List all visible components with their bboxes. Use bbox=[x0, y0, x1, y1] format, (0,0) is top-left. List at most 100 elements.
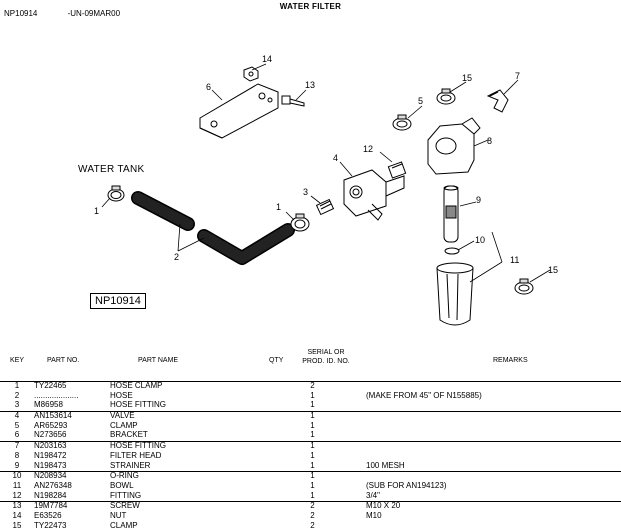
callout-8: 8 bbox=[487, 136, 492, 146]
clamp-part bbox=[392, 114, 412, 131]
cell-serial bbox=[350, 392, 366, 402]
cell-part-name: HOSE CLAMP bbox=[110, 380, 275, 392]
cell-serial bbox=[350, 422, 366, 432]
cell-remarks: M10 bbox=[366, 510, 382, 520]
water-tank-label: WATER TANK bbox=[78, 164, 145, 175]
cell-key: 13 bbox=[0, 501, 34, 512]
cell-qty: 2 bbox=[275, 501, 350, 512]
cell-part-name: NUT bbox=[110, 510, 127, 520]
hose-part bbox=[131, 191, 295, 265]
cell-part-no: N208934 bbox=[34, 471, 110, 482]
cell-serial bbox=[350, 482, 366, 492]
cell-part-no: AN153614 bbox=[34, 411, 110, 422]
header-serial-line2: PROD. ID. NO. bbox=[302, 358, 350, 365]
cell-part-no: 19M7784 bbox=[34, 501, 110, 512]
cell-key: 6 bbox=[14, 430, 20, 440]
cell-part-no: AN276348 bbox=[34, 480, 72, 490]
o-ring-part bbox=[444, 247, 460, 255]
cell-part-no: TY22473 bbox=[34, 520, 67, 530]
cell-part-no: N203163 bbox=[34, 441, 110, 452]
valve-part bbox=[343, 169, 405, 221]
filter-head-part bbox=[427, 117, 481, 175]
cell-part-name: FITTING bbox=[110, 490, 142, 500]
header-part-name: PART NAME bbox=[138, 357, 179, 364]
hose-clamp-left bbox=[107, 185, 125, 202]
cell-remarks bbox=[366, 522, 621, 532]
cell-part-no: M86958 bbox=[34, 400, 63, 410]
cell-key: 5 bbox=[14, 420, 20, 430]
callout-15b: 15 bbox=[548, 265, 558, 275]
elbow-fitting-part bbox=[486, 89, 509, 113]
cell-serial bbox=[350, 471, 366, 482]
cell-key: 15 bbox=[12, 520, 22, 530]
cell-remarks bbox=[366, 411, 621, 422]
cell-qty: 1 bbox=[310, 420, 315, 430]
hose-fitting bbox=[315, 198, 335, 216]
cell-part-no: TY22465 bbox=[34, 380, 110, 392]
cell-part-name: CLAMP bbox=[110, 420, 138, 430]
cell-serial bbox=[350, 512, 366, 522]
cell-remarks: (MAKE FROM 45" OF N155885) bbox=[366, 390, 482, 400]
nut-part bbox=[243, 66, 259, 82]
cell-part-name: HOSE FITTING bbox=[110, 400, 166, 410]
cell-remarks bbox=[366, 471, 621, 482]
cell-key: 14 bbox=[12, 510, 22, 520]
cell-serial bbox=[350, 452, 366, 462]
cell-qty: 1 bbox=[310, 490, 315, 500]
callout-4: 4 bbox=[333, 153, 338, 163]
callout-7: 7 bbox=[515, 71, 520, 81]
callout-3: 3 bbox=[303, 187, 308, 197]
cell-part-name: BOWL bbox=[110, 480, 134, 490]
parts-diagram: 1 1 2 3 4 5 6 7 8 9 10 11 12 13 14 15 15 bbox=[94, 54, 558, 326]
header-key: KEY bbox=[10, 357, 25, 364]
cell-qty: 1 bbox=[310, 390, 315, 400]
cell-key: 12 bbox=[12, 490, 22, 500]
header-part-no: PART NO. bbox=[47, 357, 80, 364]
cell-serial bbox=[350, 492, 366, 502]
cell-qty: 1 bbox=[310, 450, 315, 460]
callout-1b: 1 bbox=[276, 202, 281, 212]
callout-numbers: 1 1 2 3 4 5 6 7 8 9 10 11 12 13 14 15 15 bbox=[94, 54, 558, 275]
callout-13: 13 bbox=[305, 80, 315, 90]
cell-qty: 1 bbox=[310, 480, 315, 490]
cell-part-name: SCREW bbox=[110, 501, 275, 512]
cell-remarks bbox=[366, 422, 621, 432]
clamp-bottom-part bbox=[514, 278, 534, 295]
callout-2: 2 bbox=[174, 252, 179, 262]
cell-serial bbox=[350, 431, 366, 441]
cell-qty: 2 bbox=[275, 380, 350, 392]
figure-id-box: NP10914 bbox=[90, 293, 146, 309]
cell-key: 3 bbox=[14, 400, 20, 410]
cell-serial bbox=[350, 501, 366, 512]
cell-part-name: HOSE FITTING bbox=[110, 441, 275, 452]
header-qty: QTY bbox=[269, 357, 284, 364]
cell-key: 7 bbox=[0, 441, 34, 452]
header-serial: SERIAL OR PROD. ID. NO. bbox=[296, 348, 356, 366]
cell-part-name: HOSE bbox=[110, 390, 133, 400]
cell-serial bbox=[350, 380, 366, 392]
cell-part-name: FILTER HEAD bbox=[110, 450, 162, 460]
cell-qty: 2 bbox=[310, 520, 315, 530]
doc-id: NP10914 bbox=[4, 9, 38, 18]
cell-qty: 1 bbox=[310, 400, 315, 410]
header-serial-line1: SERIAL OR bbox=[307, 349, 345, 356]
bracket-part bbox=[199, 83, 279, 139]
cell-qty: 1 bbox=[310, 460, 315, 470]
cell-remarks bbox=[366, 431, 621, 441]
cell-qty: 1 bbox=[275, 441, 350, 452]
cell-key: 9 bbox=[14, 460, 20, 470]
callout-14: 14 bbox=[262, 54, 272, 64]
cell-qty: 1 bbox=[310, 430, 315, 440]
